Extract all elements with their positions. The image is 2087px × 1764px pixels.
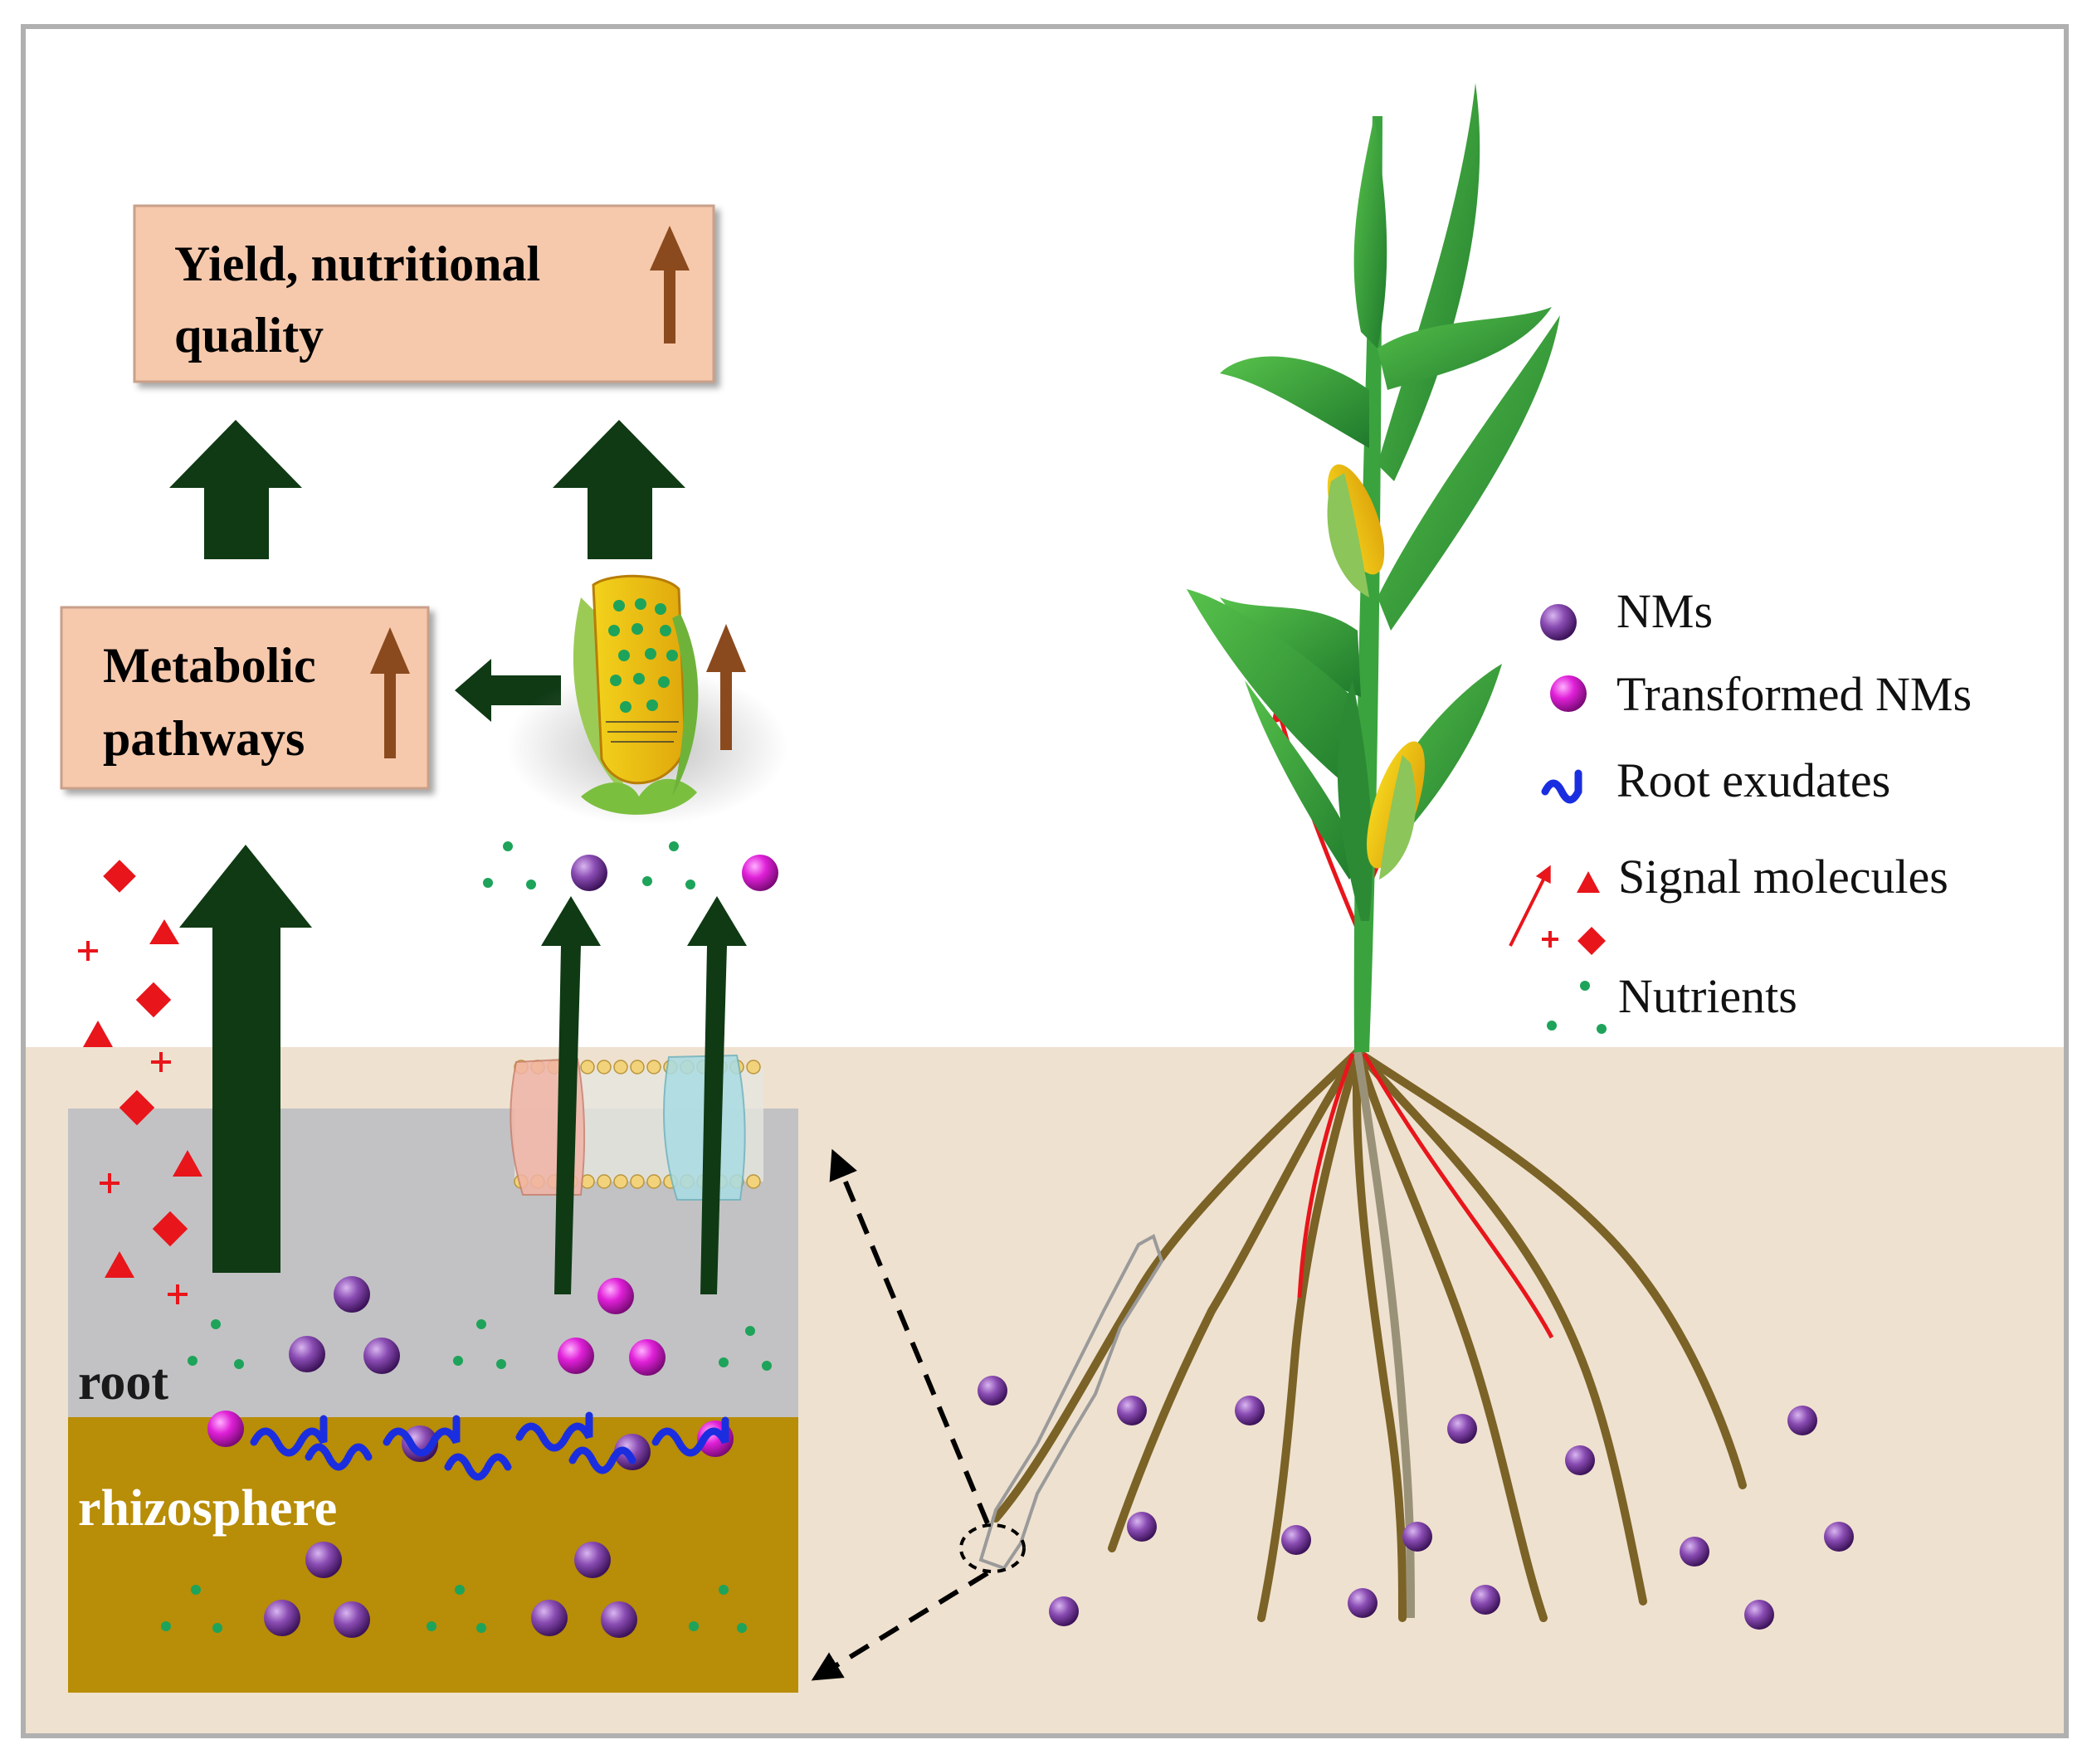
legend-label: Root exudates [1616,753,1890,807]
legend-label: Nutrients [1618,969,1797,1023]
legend-item-transformed-nms: Transformed NMs [1550,667,1972,721]
root-exudates-group [250,1411,729,1481]
metabolic-label-line2: pathways [103,711,305,766]
legend-item-signal-molecules: Signal molecules [1509,850,1948,955]
corn-ear-upper [1327,464,1385,597]
narrow-up-arrow-icon [541,896,601,1294]
root-strand-light [1353,1051,1415,1619]
purple-sphere-icon [1540,604,1577,641]
dark-up-arrow-icon [169,420,302,559]
metabolic-box: Metabolic pathways [60,606,430,790]
legend-item-root-exudates: Root exudates [1541,753,1890,807]
dark-left-arrow-icon [455,659,561,722]
signal-plus-group [78,941,188,1304]
magenta-sphere-icon [1550,675,1587,712]
up-arrow-icon [706,624,746,750]
nm-particles-group [264,855,651,1638]
legend-label: Transformed NMs [1616,667,1972,721]
metabolic-label-line1: Metabolic [103,638,316,693]
green-dots-icon [1547,981,1607,1034]
zoom-arrow-root [829,1148,990,1525]
soil-nm-particles-group [978,1376,1854,1630]
yield-box: Yield, nutritional quality [133,204,715,383]
zoom-region-circle [959,1523,1026,1573]
rhizosphere-label: rhizosphere [78,1480,337,1537]
rhizosphere-layer [68,1417,798,1693]
cell-membrane-icon [510,1054,763,1201]
yield-label-line1: Yield, nutritional [174,236,540,291]
corn-ear-lower [1367,741,1425,880]
plant-roots-group [992,1048,1747,1622]
legend-item-nms: NMs [1540,584,1713,641]
yield-label-line2: quality [174,308,324,363]
up-arrow-icon [370,627,410,758]
legend: NMs Transformed NMs Root exudates Signal… [1509,584,1972,1034]
legend-item-nutrients: Nutrients [1547,969,1797,1034]
dark-up-arrow-icon [179,845,312,1273]
blue-squiggle-icon [1541,769,1582,804]
up-arrow-icon [650,226,690,344]
legend-label: NMs [1616,584,1713,638]
root-label: root [78,1354,168,1411]
red-signal-arrow-icon [1509,865,1606,955]
narrow-up-arrow-icon [687,896,747,1294]
nutrient-dots-group [161,841,772,1633]
dark-up-arrow-icon [553,420,685,559]
corn-plant-icon [1187,83,1560,1052]
legend-label: Signal molecules [1618,850,1948,904]
corn-cob-icon [506,574,788,826]
